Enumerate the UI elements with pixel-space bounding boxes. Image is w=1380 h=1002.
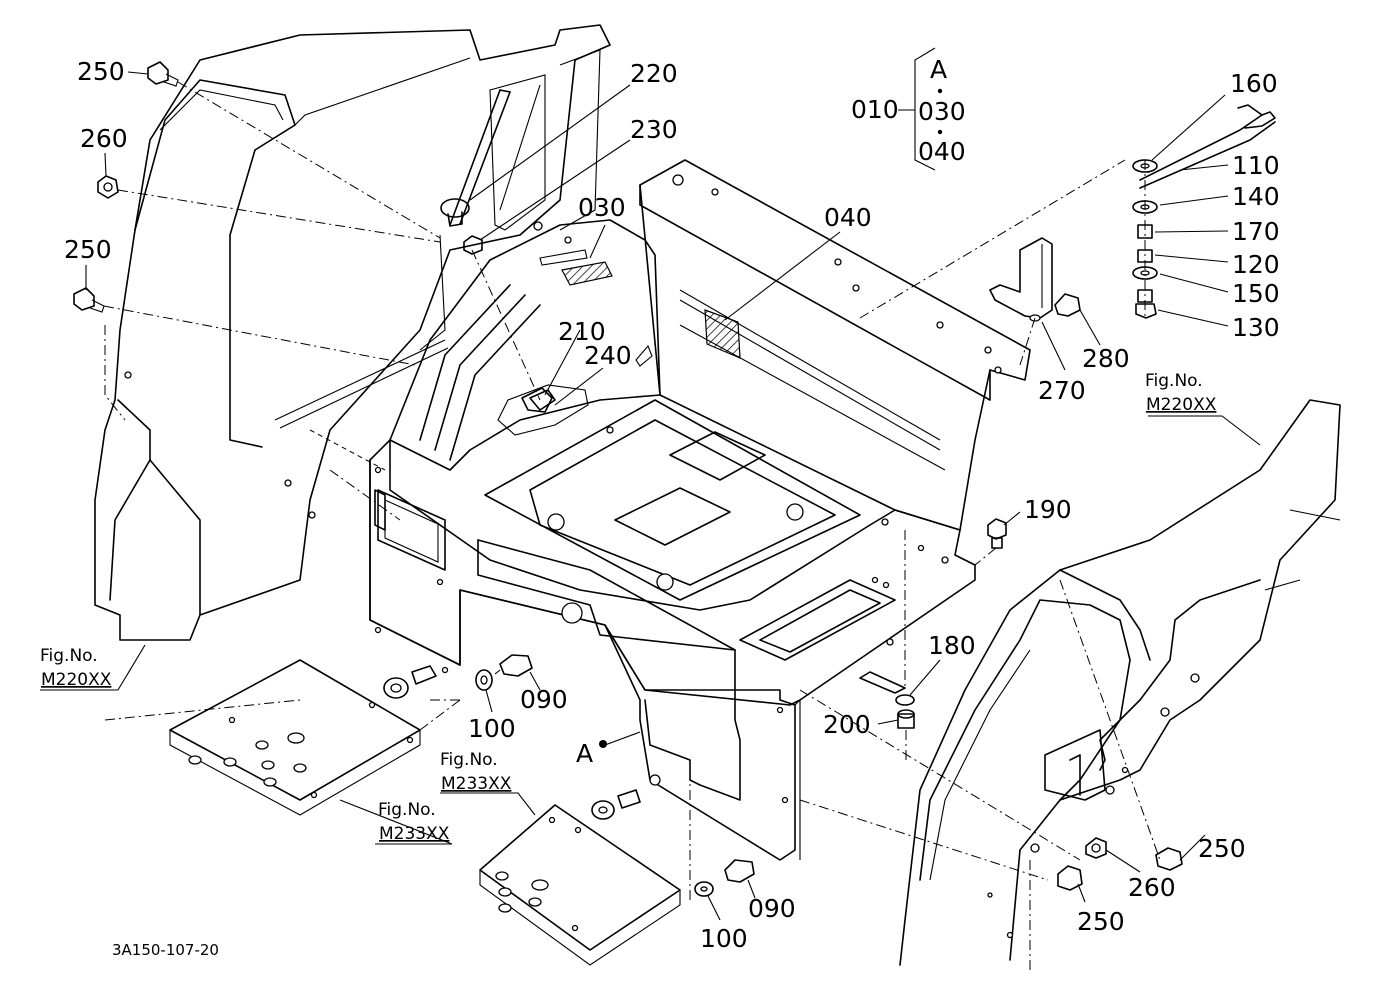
callout-label: 260 — [1128, 873, 1176, 902]
bolt-250-right-upper — [1155, 847, 1183, 871]
callout-label: 210 — [558, 317, 606, 346]
bolt-190 — [987, 518, 1007, 549]
bracket-item-label: 040 — [918, 137, 966, 166]
floor-panel — [369, 159, 1031, 861]
left-fender — [94, 24, 611, 641]
callout-label: 090 — [520, 685, 568, 714]
step-plate-left — [169, 659, 421, 816]
stud-180 — [859, 671, 915, 706]
spring-pin-160 — [1139, 104, 1276, 189]
fig-ref-code: M233XX — [441, 774, 512, 794]
callout-label: 030 — [578, 193, 626, 222]
fig-ref-label: Fig.No. — [440, 750, 498, 770]
bushing-left-lower — [591, 789, 641, 820]
bolt-250-right-lower — [1057, 865, 1083, 891]
callout-label: 160 — [1230, 69, 1278, 98]
callout-label: 110 — [1232, 151, 1280, 180]
callout-label: 100 — [468, 714, 516, 743]
bolt-250-top-left — [147, 61, 179, 87]
callout-label: 040 — [824, 203, 872, 232]
lever-knob-220 — [440, 89, 511, 227]
callout-label: 090 — [748, 894, 796, 923]
fig-ref-label: Fig.No. — [378, 800, 436, 820]
fig-ref-label: Fig.No. — [40, 646, 98, 666]
fig-ref-code: M220XX — [1146, 395, 1217, 415]
callout-label: 260 — [80, 124, 128, 153]
bolt-250-mid-left — [73, 287, 105, 313]
callout-label: 250 — [1077, 907, 1125, 936]
figure-references: Fig.No. M220XX Fig.No. M220XX Fig.No. M2… — [40, 371, 1217, 844]
callout-label: 280 — [1082, 344, 1130, 373]
bolt-090-lower — [724, 859, 755, 883]
callout-label: 240 — [584, 341, 632, 370]
callout-label: 150 — [1232, 279, 1280, 308]
nut-260-left — [97, 175, 119, 199]
callout-label: 170 — [1232, 217, 1280, 246]
callout-label: 250 — [77, 57, 125, 86]
callout-label: 220 — [630, 59, 678, 88]
bolt-090-upper — [494, 654, 533, 677]
assembly-bracket: 010 A 030 040 — [851, 47, 966, 171]
bracket-item-label: 030 — [918, 97, 966, 126]
grommet-230 — [463, 235, 483, 255]
callout-label: 230 — [630, 115, 678, 144]
callout-A-dot — [599, 740, 607, 748]
callout-labels: 250 260 250 220 230 030 040 210 240 160 … — [64, 57, 1280, 953]
clip-210 — [529, 389, 556, 411]
callout-label: 120 — [1232, 250, 1280, 279]
spacer-200 — [897, 709, 915, 729]
callout-label: 200 — [823, 710, 871, 739]
callout-label: 270 — [1038, 376, 1086, 405]
right-fender — [899, 399, 1341, 966]
nut-260-right — [1085, 837, 1107, 859]
washer-100-upper — [475, 669, 493, 691]
leader-lines — [40, 71, 1261, 921]
callout-label: A — [576, 739, 593, 768]
bracket-top-label: A — [930, 55, 947, 84]
alignment-lines — [103, 81, 1161, 970]
bracket-270 — [989, 237, 1053, 322]
callout-label: 140 — [1232, 182, 1280, 211]
callout-label: 180 — [928, 631, 976, 660]
callout-label: 130 — [1232, 313, 1280, 342]
callout-label: 100 — [700, 924, 748, 953]
callout-label: 250 — [1198, 834, 1246, 863]
bolt-280 — [1054, 293, 1081, 317]
bushing-left-upper — [383, 665, 437, 699]
washer-100-lower — [694, 881, 714, 897]
callout-label: 250 — [64, 235, 112, 264]
fig-ref-label: Fig.No. — [1145, 371, 1203, 391]
bracket-parent-label: 010 — [851, 95, 899, 124]
fig-ref-code: M220XX — [41, 670, 112, 690]
diagram-code: 3A150-107-20 — [112, 941, 219, 959]
step-plate-mid — [479, 804, 681, 966]
fig-ref-code: M233XX — [379, 824, 450, 844]
callout-label: 190 — [1024, 495, 1072, 524]
